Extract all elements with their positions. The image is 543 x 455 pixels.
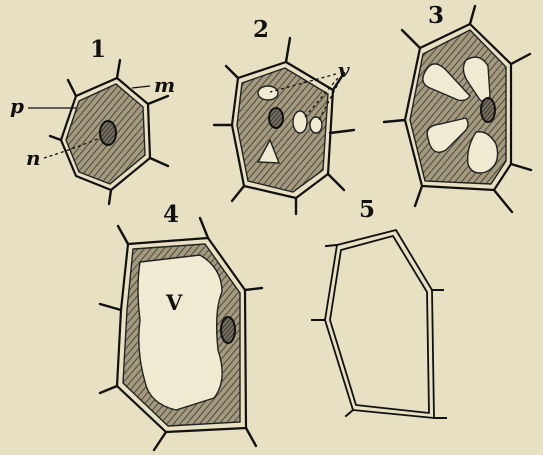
label-p: p	[10, 96, 24, 116]
cell-3-nucleus	[481, 98, 495, 122]
panel-number-4: 4	[163, 203, 179, 226]
cell-4	[100, 218, 262, 450]
label-m-leader	[132, 86, 150, 88]
cell-2	[214, 38, 354, 214]
cell-2-vacuole-b	[293, 111, 307, 133]
cell-1-nucleus	[100, 121, 116, 145]
cell-5-wall	[325, 230, 434, 418]
cell-2-vacuole-c	[310, 117, 322, 133]
cell-4-central-vacuole	[138, 255, 222, 410]
label-V: V	[166, 292, 182, 313]
cell-2-vacuole-a	[258, 86, 278, 100]
cell-5	[312, 230, 446, 418]
cell-4-nucleus	[221, 317, 235, 343]
panel-number-1: 1	[90, 38, 106, 61]
panel-number-5: 5	[359, 198, 375, 221]
cell-3	[384, 6, 531, 212]
panel-number-3: 3	[428, 4, 444, 27]
label-v: v	[338, 60, 350, 80]
panel-number-2: 2	[253, 18, 269, 41]
label-m: m	[154, 75, 175, 95]
cell-2-nucleus	[269, 108, 283, 128]
label-n: n	[26, 148, 41, 168]
cell-1	[28, 60, 168, 204]
